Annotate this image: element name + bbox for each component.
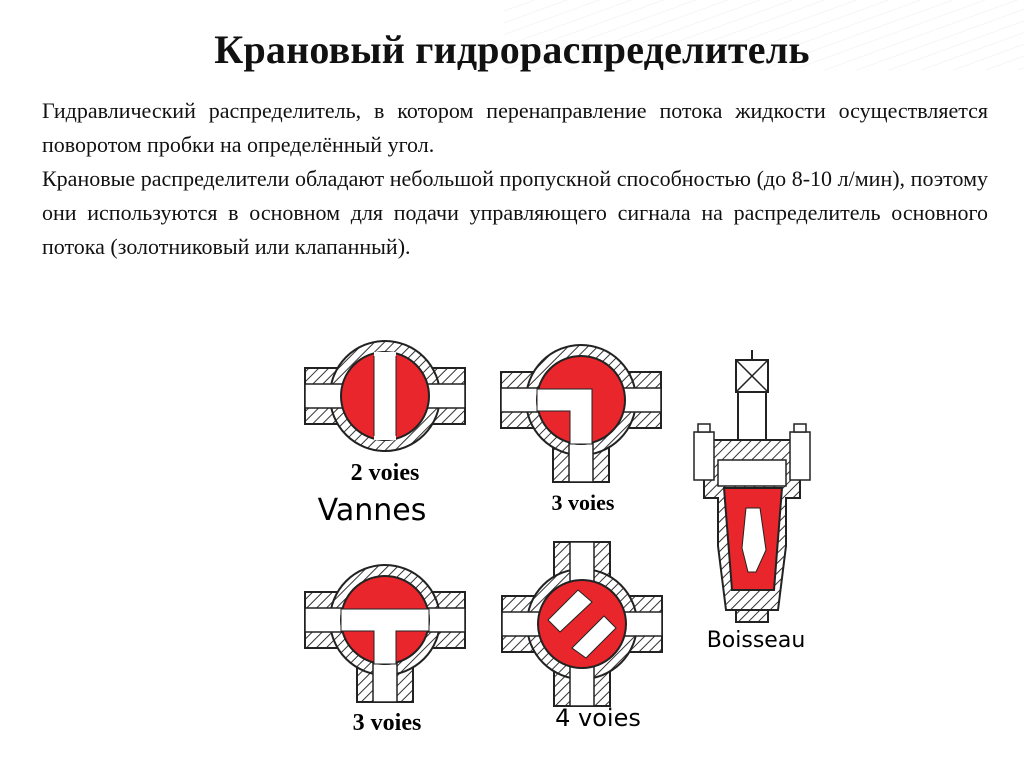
label-vannes: Vannes bbox=[318, 493, 427, 528]
label-3-voies-t: 3 voies bbox=[353, 710, 422, 736]
boisseau-section bbox=[693, 350, 811, 623]
label-2-voies: 2 voies bbox=[351, 460, 420, 486]
valve-diagram: 2 voies Vannes 3 voies 3 voies 4 voies bbox=[0, 320, 1024, 767]
label-boisseau: Boisseau bbox=[707, 628, 806, 653]
label-3-voies-l: 3 voies bbox=[552, 490, 615, 515]
label-4-voies: 4 voies bbox=[555, 704, 641, 732]
paragraph-usage: Крановые распределители обладают небольш… bbox=[42, 166, 988, 259]
valve-4-way bbox=[501, 541, 663, 707]
valve-3-way-l bbox=[500, 344, 662, 483]
valve-diagram-svg: 2 voies Vannes 3 voies 3 voies 4 voies bbox=[304, 340, 811, 736]
page-title: Крановый гидрораспределитель bbox=[214, 27, 810, 72]
valve-2-way bbox=[304, 340, 466, 452]
body-text: Гидравлический распределитель, в котором… bbox=[42, 94, 988, 264]
paragraph-definition: Гидравлический распределитель, в котором… bbox=[42, 98, 988, 157]
valve-3-way-t bbox=[304, 564, 466, 703]
decorative-stripes bbox=[504, 0, 1024, 70]
